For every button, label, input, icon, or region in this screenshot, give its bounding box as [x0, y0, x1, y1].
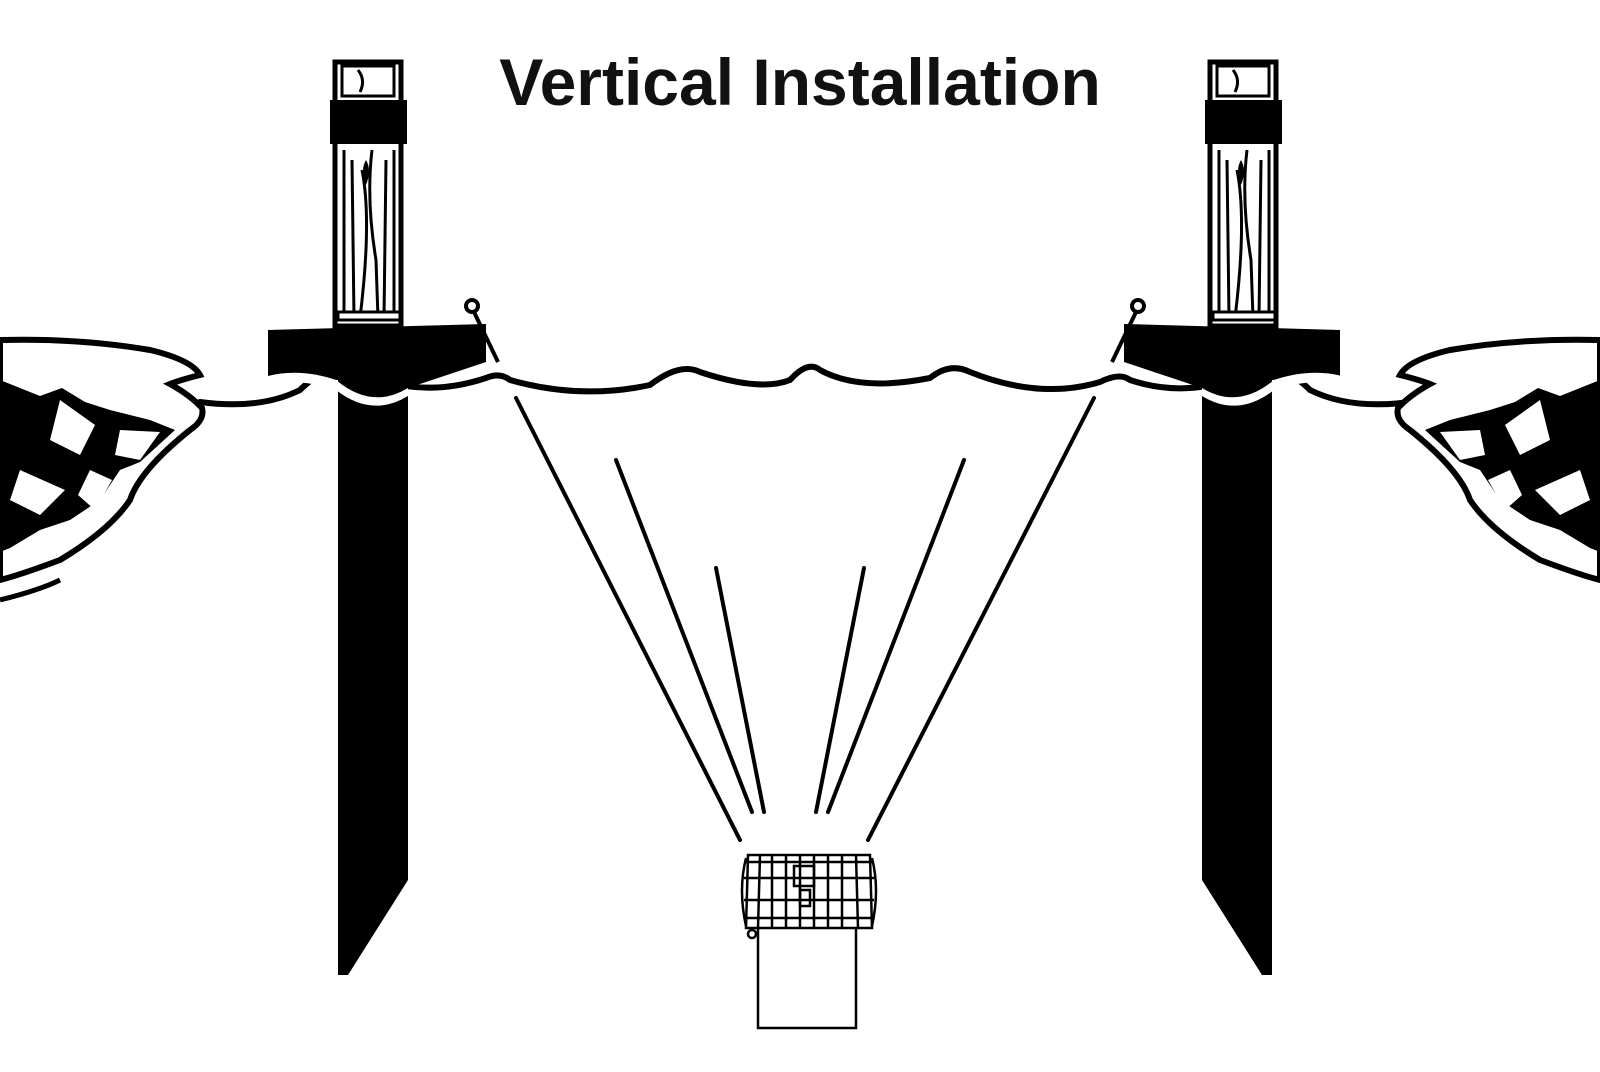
left-post-assembly: [268, 59, 500, 975]
right-hook: [1110, 298, 1146, 363]
left-hand-icon: [0, 336, 206, 603]
spray-lines: [514, 396, 1096, 842]
left-wooden-post: [330, 59, 407, 329]
caged-device: [740, 853, 878, 1030]
right-post-assembly: [1110, 59, 1340, 975]
diagram-title: Vertical Installation: [499, 45, 1101, 119]
right-post-base-board: [1124, 324, 1340, 975]
left-hook: [464, 298, 500, 363]
right-hand-icon: [1394, 336, 1600, 584]
rope: [197, 363, 1413, 408]
right-wooden-post: [1205, 59, 1282, 329]
